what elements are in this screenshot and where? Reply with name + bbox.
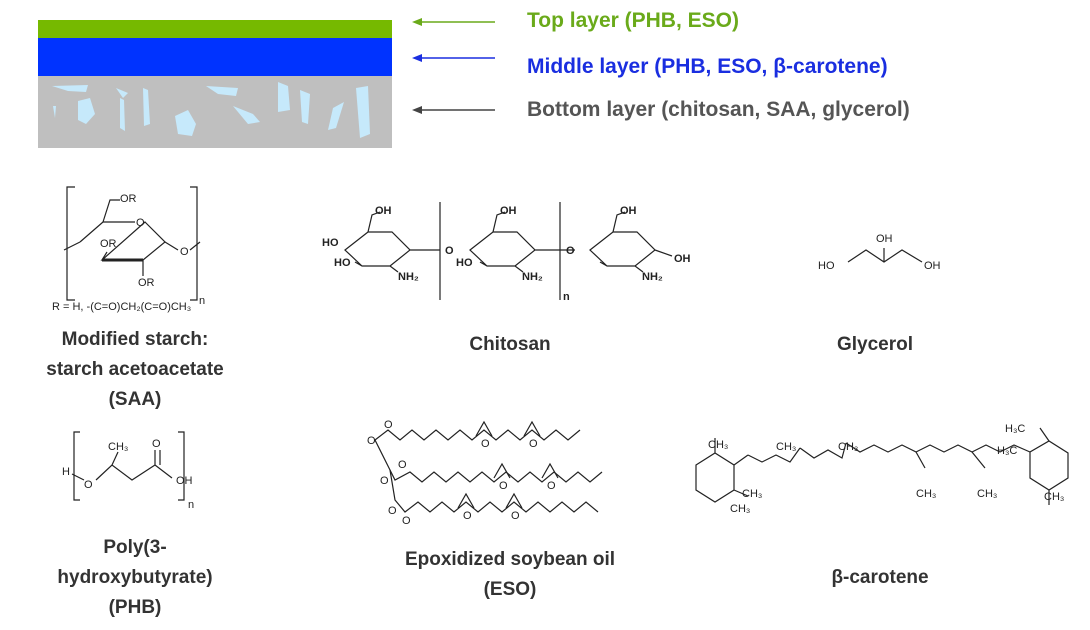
atom-label: OR xyxy=(100,238,117,250)
carotene-name: β-carotene xyxy=(831,567,929,588)
atom-label: OH xyxy=(674,253,691,265)
atom-label: OR xyxy=(138,277,155,289)
atom-label: CH₃ xyxy=(977,488,997,500)
arrow-icon xyxy=(412,106,495,114)
atom-label: O xyxy=(84,479,93,491)
chitosan-atom-labels: OH HO HO NH₂ O OH HO NH₂ O OH NH₂ OH n xyxy=(322,205,691,303)
beta-carotene-structure xyxy=(695,427,1069,505)
eso-structure xyxy=(374,420,603,513)
atom-label: O xyxy=(481,438,490,450)
atom-label: O xyxy=(180,246,189,258)
middle-layer-label: Middle layer (PHB, ESO, β-carotene) xyxy=(527,55,888,78)
atom-label: CH₃ xyxy=(708,439,728,451)
atom-label: O xyxy=(136,217,145,229)
starch-particles xyxy=(52,82,370,138)
bottom-layer xyxy=(38,76,392,148)
atom-label: OH xyxy=(500,205,517,217)
atom-label: n xyxy=(199,295,205,307)
atom-label: O xyxy=(398,459,407,471)
atom-label: HO xyxy=(818,260,835,272)
atom-label: CH₃ xyxy=(1044,491,1064,503)
chitosan-structure xyxy=(344,202,673,300)
arrow-icon xyxy=(412,18,495,26)
atom-label: OH xyxy=(176,475,193,487)
atom-label: O xyxy=(463,510,472,522)
atom-label: O xyxy=(384,419,393,431)
atom-label: HO xyxy=(322,237,339,249)
atom-label: O xyxy=(402,515,411,527)
atom-label: HO xyxy=(334,257,351,269)
atom-label: O xyxy=(529,438,538,450)
phb-atom-labels: H O CH₃ O OH n xyxy=(62,438,194,511)
glycerol-structure xyxy=(847,248,923,263)
atom-label: H xyxy=(62,466,70,478)
carotene-atom-labels: CH₃ CH₃ CH₃ CH₃ CH₃ CH₃ CH₃ H₃C H₃C CH₃ xyxy=(708,423,1064,515)
atom-label: NH₂ xyxy=(642,271,663,283)
atom-label: O xyxy=(388,505,397,517)
atom-label: NH₂ xyxy=(522,271,543,283)
saa-structure xyxy=(63,186,201,301)
atom-label: n xyxy=(188,499,194,511)
atom-label: OH xyxy=(620,205,637,217)
atom-label: CH₃ xyxy=(742,488,762,500)
atom-label: O xyxy=(367,435,376,447)
saa-atom-labels: OR O OR OR O n R = H, -(C=O)CH₂(C=O)CH₃ xyxy=(52,193,205,313)
atom-label: O xyxy=(380,475,389,487)
atom-label: R = H, -(C=O)CH₂(C=O)CH₃ xyxy=(52,301,191,313)
eso-name: Epoxidized soybean oil (ESO) xyxy=(404,549,616,600)
atom-label: O xyxy=(445,245,454,257)
middle-layer xyxy=(38,38,392,76)
saa-name: Modified starch: starch acetoacetate (SA… xyxy=(46,329,224,410)
film-layer-diagram xyxy=(38,20,392,148)
atom-label: H₃C xyxy=(997,445,1017,457)
atom-label: O xyxy=(547,480,556,492)
atom-label: O xyxy=(566,245,575,257)
atom-label: O xyxy=(511,510,520,522)
atom-label: CH₃ xyxy=(776,441,796,453)
atom-label: CH₃ xyxy=(108,441,128,453)
arrow-icon xyxy=(412,54,495,62)
glycerol-name: Glycerol xyxy=(836,334,914,355)
atom-label: H₃C xyxy=(1005,423,1025,435)
atom-label: OH xyxy=(924,260,941,272)
phb-name: Poly(3- hydroxybutyrate) (PHB) xyxy=(57,537,213,618)
top-layer-label: Top layer (PHB, ESO) xyxy=(527,9,739,32)
atom-label: CH₃ xyxy=(838,441,858,453)
glycerol-atom-labels: HO OH OH xyxy=(818,233,941,272)
bottom-layer-label: Bottom layer (chitosan, SAA, glycerol) xyxy=(527,98,910,121)
atom-label: NH₂ xyxy=(398,271,419,283)
top-layer xyxy=(38,20,392,38)
atom-label: OR xyxy=(120,193,137,205)
phb-structure xyxy=(71,431,185,501)
atom-label: O xyxy=(499,480,508,492)
atom-label: OH xyxy=(375,205,392,217)
atom-label: n xyxy=(563,291,570,303)
chitosan-name: Chitosan xyxy=(469,334,551,355)
atom-label: OH xyxy=(876,233,893,245)
atom-label: O xyxy=(152,438,161,450)
atom-label: HO xyxy=(456,257,473,269)
atom-label: CH₃ xyxy=(916,488,936,500)
atom-label: CH₃ xyxy=(730,503,750,515)
eso-atom-labels: O O O O O O O O O O O O xyxy=(367,419,556,527)
